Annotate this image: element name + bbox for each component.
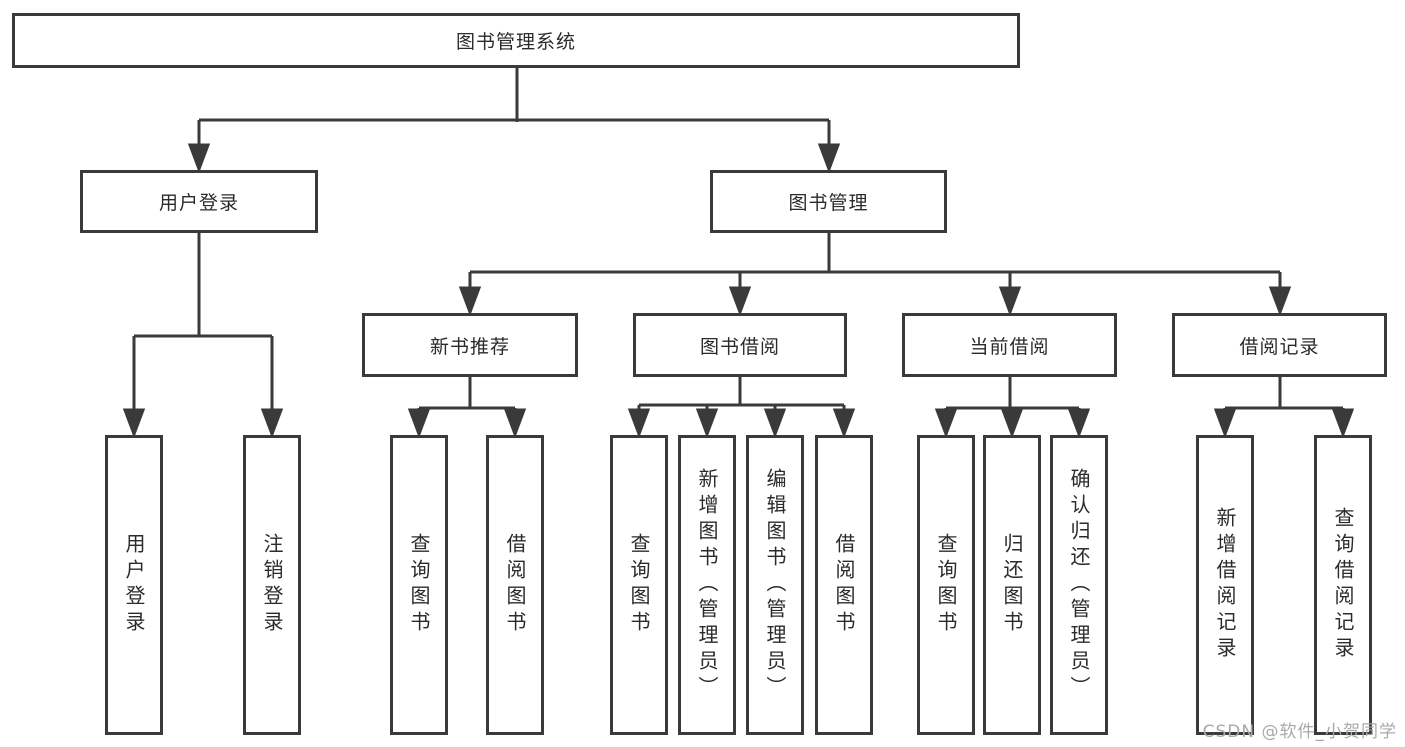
node-leaf-br-add-record: 新增借阅记录	[1196, 435, 1254, 735]
node-leaf-bb-edit-book: 编辑图书（管理员）	[746, 435, 804, 735]
connector-user-login-to-leaves	[122, 233, 284, 439]
node-leaf-bb-borrow-book: 借阅图书	[815, 435, 873, 735]
node-new-book-rec: 新书推荐	[362, 313, 578, 377]
node-leaf-user-login: 用户登录	[105, 435, 163, 735]
connector-borrow-records-to-leaves	[1213, 377, 1355, 439]
node-leaf-nbr-borrow-book: 借阅图书	[486, 435, 544, 735]
node-leaf-cb-query-book: 查询图书	[917, 435, 975, 735]
node-root: 图书管理系统	[12, 13, 1020, 68]
node-leaf-br-query-record: 查询借阅记录	[1314, 435, 1372, 735]
node-leaf-bb-query-book: 查询图书	[610, 435, 668, 735]
node-book-mgmt-branch: 图书管理	[710, 170, 947, 233]
node-leaf-bb-add-book: 新增图书（管理员）	[678, 435, 736, 735]
csdn-watermark: CSDN @软件_小贺同学	[1202, 722, 1397, 742]
node-leaf-nbr-query-book: 查询图书	[390, 435, 448, 735]
node-leaf-logout: 注销登录	[243, 435, 301, 735]
connector-book-borrow-to-leaves	[627, 377, 856, 439]
connector-book-mgmt-to-level3	[458, 233, 1292, 317]
node-user-login-branch: 用户登录	[80, 170, 318, 233]
node-leaf-cb-confirm-return: 确认归还（管理员）	[1050, 435, 1108, 735]
connector-root-to-level2	[187, 68, 841, 174]
connector-current-borrow-to-leaves	[934, 377, 1091, 439]
node-borrow-records: 借阅记录	[1172, 313, 1387, 377]
node-leaf-cb-return-book: 归还图书	[983, 435, 1041, 735]
node-current-borrow: 当前借阅	[902, 313, 1117, 377]
node-book-borrow: 图书借阅	[633, 313, 847, 377]
connector-new-book-rec-to-leaves	[407, 377, 527, 439]
